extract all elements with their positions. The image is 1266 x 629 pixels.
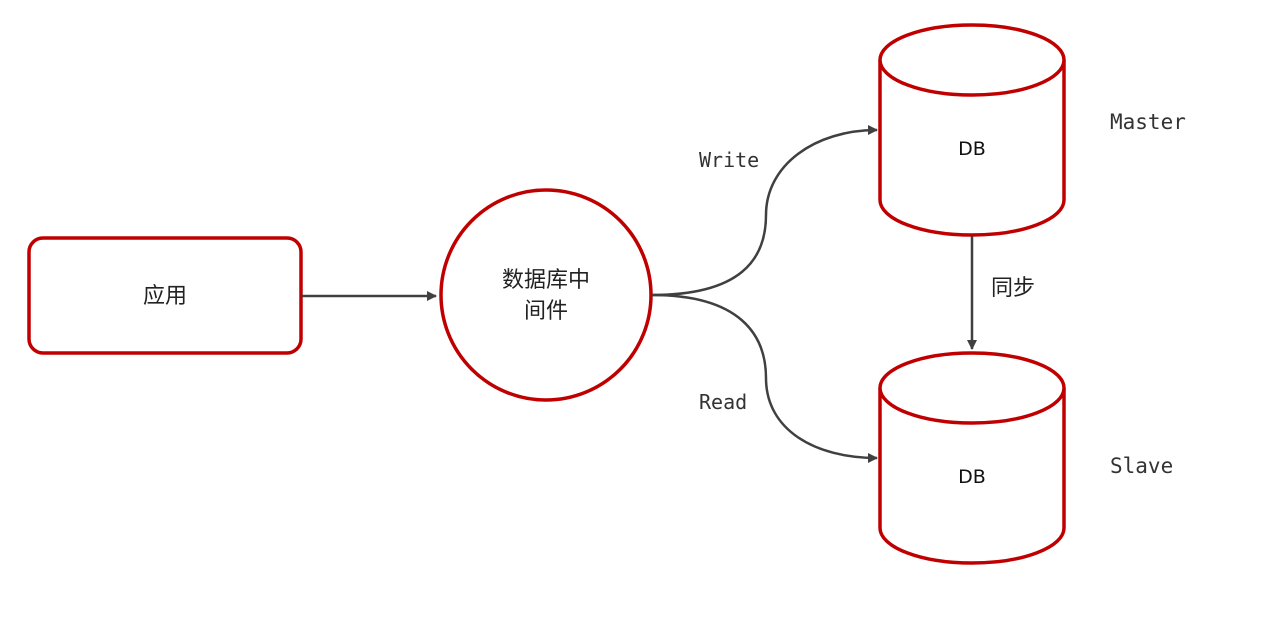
- slave-role-label: Slave: [1110, 454, 1173, 478]
- middleware-node: 数据库中 间件: [439, 188, 653, 402]
- slave-db-top: [878, 351, 1066, 425]
- write-label: Write: [699, 148, 759, 172]
- master-role-label: Master: [1110, 110, 1186, 134]
- master-db-node: DB: [878, 23, 1066, 237]
- master-db-label: DB: [958, 138, 986, 160]
- app-box: [27, 236, 303, 355]
- master-db-body: [878, 60, 1066, 237]
- app-label: 应用: [143, 284, 187, 309]
- middleware-circle: [439, 188, 653, 402]
- slave-db-body: [878, 388, 1066, 565]
- read-label: Read: [699, 390, 747, 414]
- write-arrow: [651, 125, 878, 297]
- middleware-label-line1: 数据库中: [502, 268, 590, 293]
- slave-db-label: DB: [958, 466, 986, 488]
- read-arrow: [651, 293, 878, 463]
- sync-label: 同步: [991, 276, 1035, 301]
- slave-db-node: DB: [878, 351, 1066, 565]
- master-db-top: [878, 23, 1066, 97]
- middleware-label-line2: 间件: [524, 299, 568, 324]
- app-node: 应用: [27, 236, 303, 355]
